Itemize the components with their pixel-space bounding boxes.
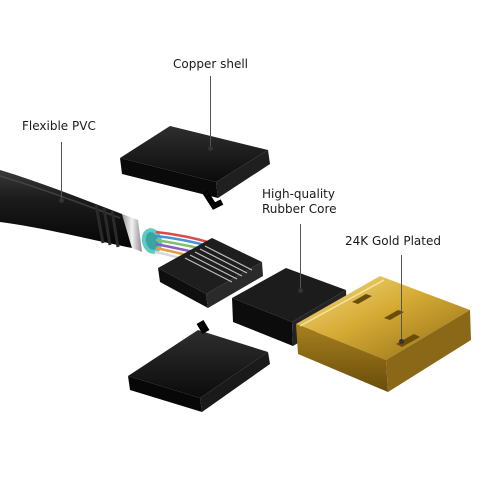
rubber-core-callout-line xyxy=(300,224,301,290)
foil-shield xyxy=(122,214,142,252)
flexible-pvc-callout-dot xyxy=(59,198,64,203)
gold-plated-callout-dot xyxy=(399,339,404,344)
inner-connector-block xyxy=(158,238,263,308)
copper-shell-callout-dot xyxy=(208,146,213,151)
pvc-cable xyxy=(0,170,142,252)
gold-plated-label: 24K Gold Plated xyxy=(345,234,441,248)
gold-plated-connector xyxy=(296,276,471,392)
gold-plated-callout-line xyxy=(401,255,402,341)
flexible-pvc-callout-line xyxy=(61,142,62,200)
copper-shell-top xyxy=(120,126,270,210)
rubber-core-label-line1: High-quality xyxy=(262,187,335,201)
rubber-core-label-line2: Rubber Core xyxy=(262,202,337,216)
copper-shell-callout-line xyxy=(210,76,211,148)
copper-shell-label: Copper shell xyxy=(173,57,248,71)
flexible-pvc-label: Flexible PVC xyxy=(22,119,96,133)
copper-shell-bottom xyxy=(128,319,270,412)
rubber-core-callout-dot xyxy=(298,288,303,293)
cable-strain-ribs xyxy=(94,204,120,248)
